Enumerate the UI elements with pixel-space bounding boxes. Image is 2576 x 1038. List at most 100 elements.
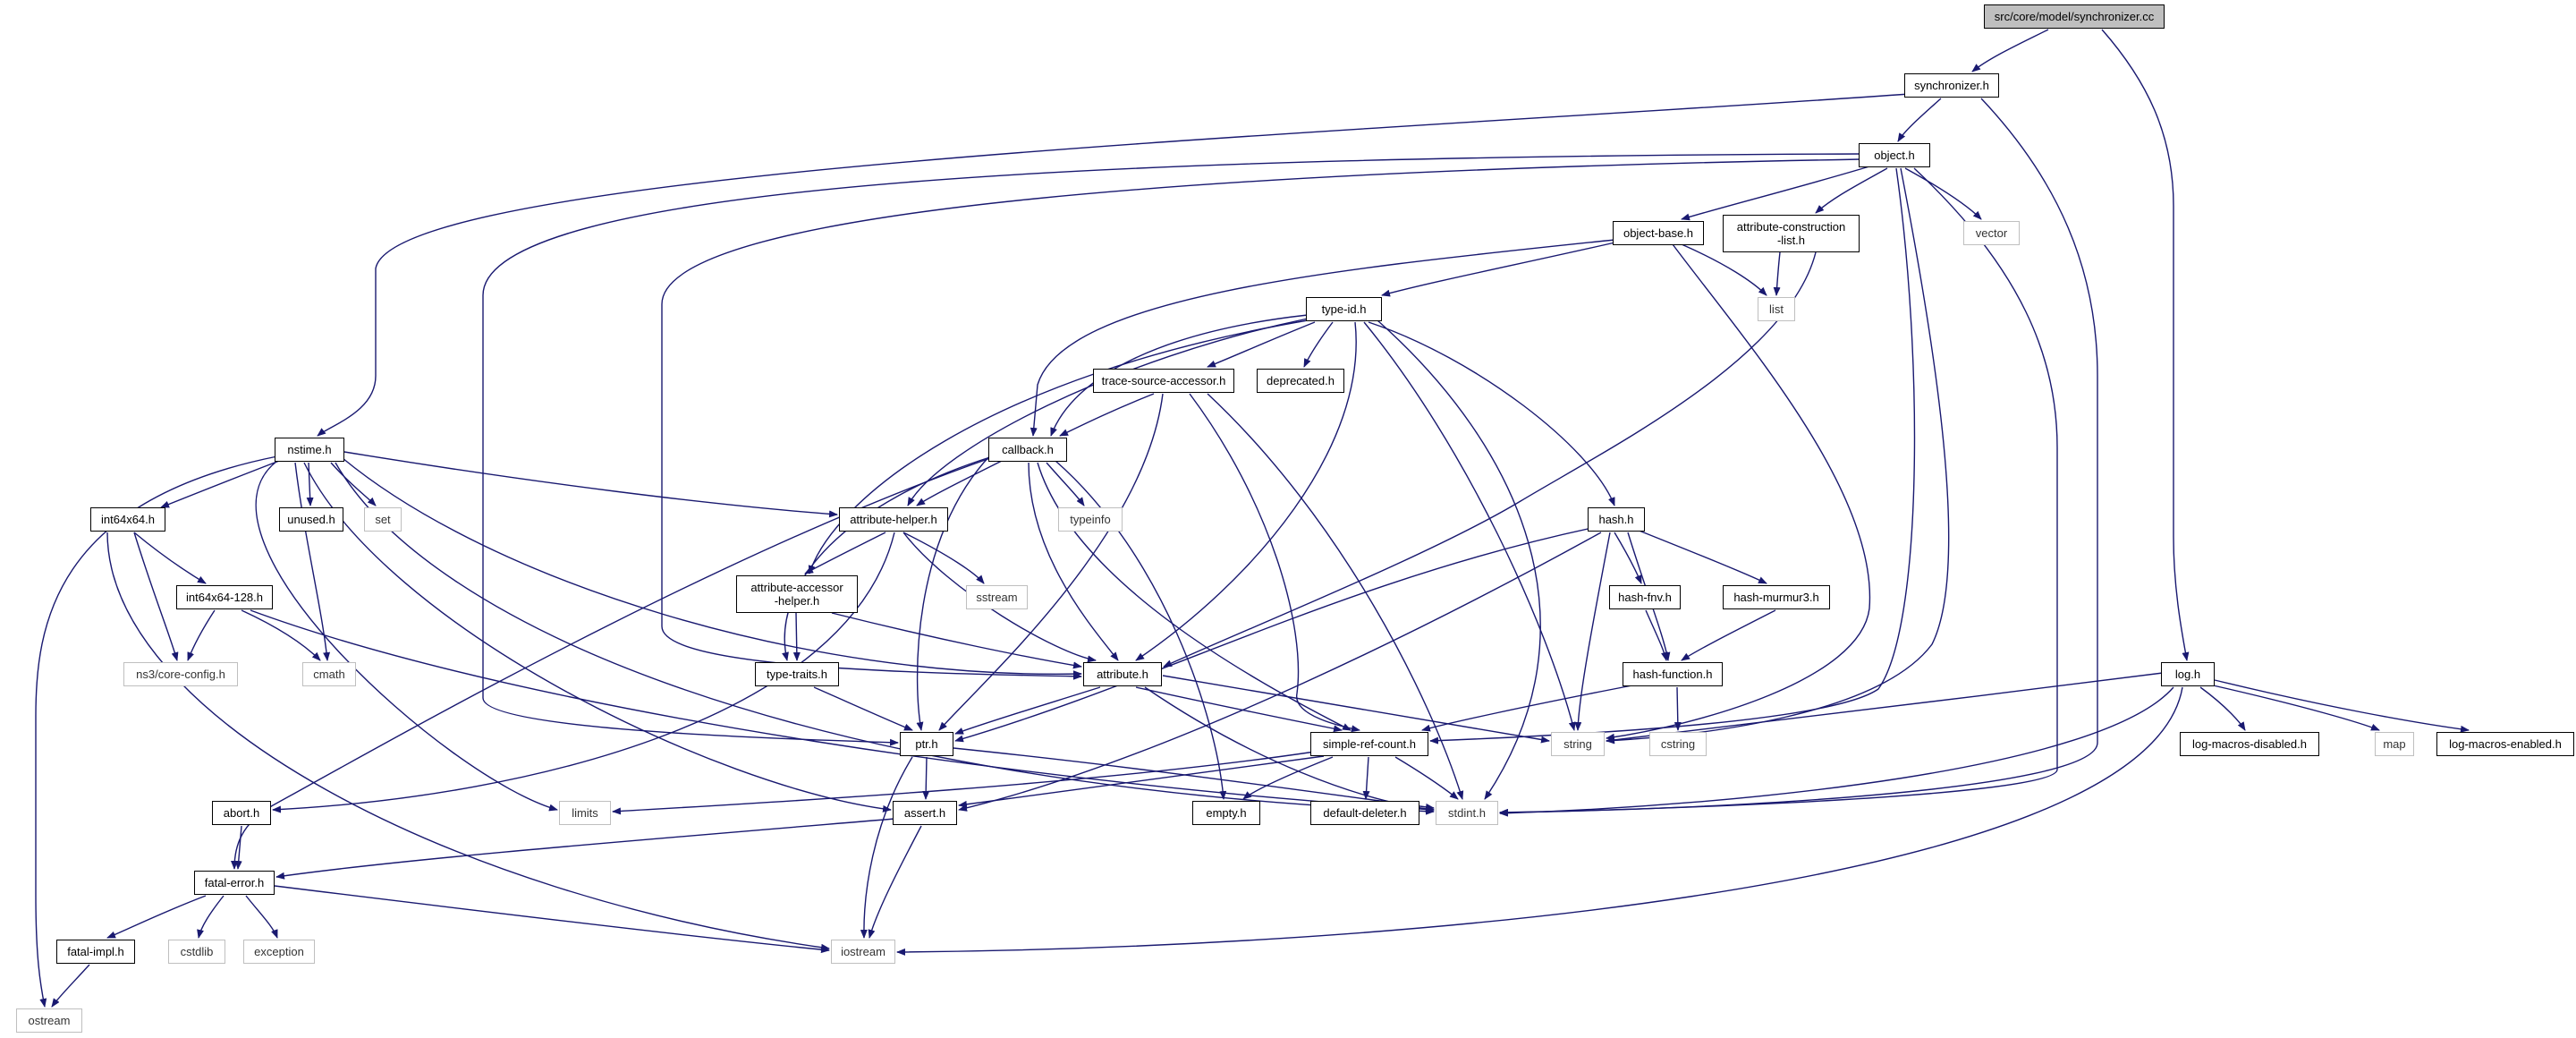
node-hash-function-h[interactable]: hash-function.h — [1623, 662, 1723, 686]
node-hash-murmur3-h[interactable]: hash-murmur3.h — [1723, 585, 1830, 609]
edge-attribute-ptr — [954, 686, 1101, 735]
edge-object-string — [1606, 167, 1950, 744]
edge-abort-fatalerror — [234, 825, 242, 870]
node-attribute-h[interactable]: attribute.h — [1083, 662, 1162, 686]
edge-typeid-trace — [1207, 321, 1316, 368]
node-fatal-error-h[interactable]: fatal-error.h — [194, 871, 275, 895]
edge-object-stdint — [1499, 167, 2058, 816]
edge-callback-attrhelper — [916, 460, 1003, 506]
edge-attrhelper-attribute — [902, 532, 1097, 663]
node-map[interactable]: map — [2375, 732, 2414, 756]
edge-fatalimpl-ostream — [51, 964, 90, 1008]
edge-fatalerror-exception — [245, 895, 278, 939]
node-typeinfo[interactable]: typeinfo — [1058, 507, 1123, 532]
node-log-macros-enabled-h[interactable]: log-macros-enabled.h — [2436, 732, 2574, 756]
edge-object-attrconstr — [1815, 167, 1888, 214]
node-assert-h[interactable]: assert.h — [893, 801, 957, 825]
edge-hash-assert — [958, 532, 1602, 812]
node-log-h[interactable]: log.h — [2161, 662, 2215, 686]
edge-int64x64-int64x64128 — [133, 532, 207, 584]
edge-callback-simpleref — [1037, 462, 1352, 731]
edge-simpleref-defaultdeleter — [1362, 756, 1370, 800]
edge-hash-ptr — [954, 527, 1593, 743]
node-int64x64-h[interactable]: int64x64.h — [90, 507, 165, 532]
node-hash-fnv-h[interactable]: hash-fnv.h — [1609, 585, 1681, 609]
edge-callback-attribute — [1028, 462, 1119, 661]
node-object-h[interactable]: object.h — [1859, 143, 1930, 167]
edge-objectbase-callback — [1030, 239, 1615, 437]
edge-attraccessor-typetraits — [792, 612, 801, 661]
edge-ptr-stdint — [953, 747, 1435, 811]
edge-nstime-int64x64 — [160, 457, 287, 508]
node-simple-ref-count-h[interactable]: simple-ref-count.h — [1310, 732, 1428, 756]
edge-attrhelper-attraccessor — [804, 532, 886, 574]
edge-attrhelper-sstream — [902, 532, 985, 584]
edge-assert-iostream — [868, 825, 922, 939]
edge-simpleref-limits — [612, 751, 1316, 815]
node-cstring[interactable]: cstring — [1649, 732, 1707, 756]
node-iostream[interactable]: iostream — [831, 940, 895, 964]
node-fatal-impl-h[interactable]: fatal-impl.h — [56, 940, 135, 964]
edge-typeid-stdint — [1377, 319, 1541, 800]
edge-hashfunction-simpleref — [1421, 684, 1638, 732]
node-limits[interactable]: limits — [559, 801, 611, 825]
edge-typeid-string — [1363, 321, 1576, 731]
node-cstdlib[interactable]: cstdlib — [168, 940, 225, 964]
edge-root-synchronizer — [1971, 29, 2049, 72]
edge-nstime-ostream — [35, 455, 278, 1008]
edge-int64x64128-stdint — [250, 609, 1435, 813]
edge-simpleref-assert — [958, 755, 1325, 808]
node-nstime-h[interactable]: nstime.h — [275, 438, 344, 462]
node-log-macros-disabled-h[interactable]: log-macros-disabled.h — [2180, 732, 2319, 756]
edge-int64x64128-coreconfig — [187, 609, 216, 661]
node-default-deleter-h[interactable]: default-deleter.h — [1310, 801, 1419, 825]
edge-log-map — [2208, 684, 2380, 731]
node-attribute-helper-h[interactable]: attribute-helper.h — [839, 507, 948, 532]
edge-log-stdint — [1499, 686, 2174, 817]
edge-synchronizer-object — [1897, 98, 1942, 142]
node-callback-h[interactable]: callback.h — [988, 438, 1067, 462]
edge-nstime-limits — [255, 460, 558, 812]
edge-typeid-hash — [1368, 321, 1615, 506]
edge-object-vector — [1904, 167, 1982, 220]
node-attribute-construction-list-h[interactable]: attribute-construction-list.h — [1723, 215, 1860, 252]
node-root[interactable]: src/core/model/synchronizer.cc — [1984, 4, 2165, 29]
node-exception[interactable]: exception — [243, 940, 315, 964]
node-trace-source-accessor-h[interactable]: trace-source-accessor.h — [1093, 369, 1234, 393]
edge-attrconstr-attribute — [1163, 251, 1817, 668]
node-hash-h[interactable]: hash.h — [1588, 507, 1645, 532]
node-list[interactable]: list — [1758, 297, 1795, 321]
node-int64x64-128-h[interactable]: int64x64-128.h — [176, 585, 273, 609]
node-unused-h[interactable]: unused.h — [279, 507, 343, 532]
node-ostream[interactable]: ostream — [16, 1008, 82, 1033]
edge-simpleref-empty — [1242, 756, 1334, 800]
edge-nstime-attrhelper — [343, 451, 838, 518]
node-stdint-h[interactable]: stdint.h — [1436, 801, 1498, 825]
edge-nstime-unused — [306, 462, 314, 506]
edge-callback-empty — [1055, 460, 1227, 800]
node-ns3-core-config-h[interactable]: ns3/core-config.h — [123, 662, 238, 686]
node-attribute-accessor-helper-h[interactable]: attribute-accessor-helper.h — [736, 575, 858, 613]
edge-trace-ptr — [938, 393, 1164, 731]
node-cmath[interactable]: cmath — [302, 662, 356, 686]
node-vector[interactable]: vector — [1963, 221, 2020, 245]
node-sstream[interactable]: sstream — [966, 585, 1028, 609]
edge-callback-typeinfo — [1046, 462, 1085, 506]
node-deprecated-h[interactable]: deprecated.h — [1257, 369, 1344, 393]
node-object-base-h[interactable]: object-base.h — [1613, 221, 1704, 245]
node-empty-h[interactable]: empty.h — [1192, 801, 1260, 825]
edge-object-simpleref — [1429, 167, 1916, 744]
node-ptr-h[interactable]: ptr.h — [900, 732, 953, 756]
edge-ptr-assert — [922, 756, 930, 800]
node-abort-h[interactable]: abort.h — [212, 801, 271, 825]
node-synchronizer-h[interactable]: synchronizer.h — [1904, 73, 1999, 98]
node-set[interactable]: set — [364, 507, 402, 532]
node-string[interactable]: string — [1551, 732, 1605, 756]
node-type-id-h[interactable]: type-id.h — [1306, 297, 1382, 321]
node-type-traits-h[interactable]: type-traits.h — [755, 662, 839, 686]
edge-int64x64-coreconfig — [133, 532, 179, 661]
edge-typetraits-ptr — [813, 686, 913, 731]
edge-object-ptr — [482, 153, 1861, 746]
edge-ptr-iostream — [860, 756, 913, 939]
